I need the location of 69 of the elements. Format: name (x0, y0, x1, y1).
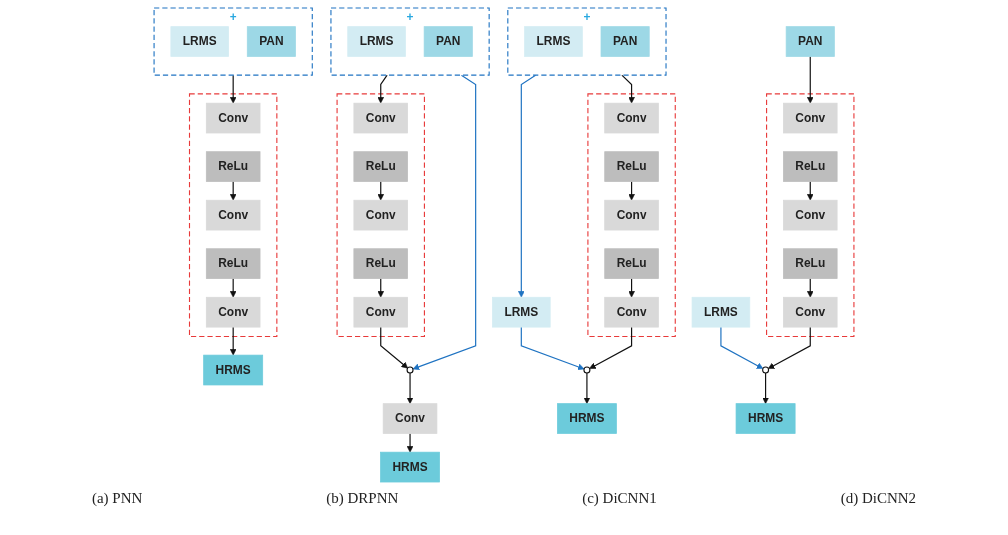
node-box: Conv (783, 199, 838, 231)
node-box: ReLu (783, 151, 838, 182)
arrow (520, 326, 585, 371)
node-box: HRMS (203, 354, 264, 386)
arrow (377, 278, 385, 298)
node-box: Conv (205, 199, 261, 231)
node-circle (762, 366, 770, 374)
node-box: ReLu (205, 248, 261, 279)
arrow (806, 180, 814, 201)
node-box: Conv (783, 102, 838, 134)
arrow (589, 326, 633, 369)
node-box: ReLu (783, 248, 838, 279)
arrow (406, 372, 414, 404)
arrow (380, 326, 409, 369)
node-box: LRMS (524, 26, 583, 57)
arrow (229, 278, 237, 298)
node-box: Conv (353, 296, 408, 328)
arrow (518, 74, 537, 298)
node-box: LRMS (347, 26, 406, 57)
node-box: Conv (604, 102, 659, 134)
arrow (806, 55, 814, 104)
node-box: Conv (783, 296, 838, 328)
node-box: Conv (205, 296, 261, 328)
node-box: ReLu (604, 248, 659, 279)
node-box: Conv (604, 199, 659, 231)
arrow (412, 74, 477, 370)
arrow (229, 180, 237, 201)
subfigure-caption: (c) DiCNN1 (582, 490, 657, 507)
node-box: Conv (382, 403, 438, 434)
arrow (621, 74, 635, 104)
node-box: Conv (353, 102, 408, 134)
node-box: PAN (246, 26, 296, 57)
node-box: ReLu (205, 151, 261, 182)
arrow (406, 432, 414, 453)
arrow (720, 326, 764, 369)
subfigure-caption: (b) DRPNN (326, 490, 399, 507)
arrow (377, 74, 388, 104)
node-box: LRMS (492, 296, 551, 328)
node-box: LRMS (170, 26, 229, 57)
arrow (767, 326, 811, 369)
node-box: PAN (423, 26, 473, 57)
arrow (377, 180, 385, 201)
node-box: Conv (604, 296, 659, 328)
node-box: HRMS (557, 403, 617, 434)
arrow (806, 278, 814, 298)
node-box: ReLu (604, 151, 659, 182)
node-circle (406, 366, 414, 374)
node-box: LRMS (691, 296, 751, 328)
arrow (229, 326, 237, 356)
cluster (766, 93, 855, 337)
cluster (188, 93, 278, 337)
node-box: ReLu (353, 248, 408, 279)
subfigure-caption: (d) DiCNN2 (840, 490, 917, 507)
node-circle (583, 366, 591, 374)
arrow (583, 372, 591, 404)
node-box: ReLu (353, 151, 408, 182)
node-box: PAN (600, 26, 650, 57)
arrow (229, 74, 237, 104)
cluster (336, 93, 425, 337)
node-box: Conv (353, 199, 408, 231)
node-box: HRMS (380, 451, 440, 483)
subfigure-caption: (a) PNN (91, 490, 143, 507)
cluster (587, 93, 676, 337)
node-box: PAN (785, 26, 835, 57)
arrow (628, 278, 635, 298)
arrow (628, 180, 635, 201)
node-box: HRMS (735, 403, 796, 434)
arrow (762, 372, 769, 404)
node-box: Conv (205, 102, 261, 134)
